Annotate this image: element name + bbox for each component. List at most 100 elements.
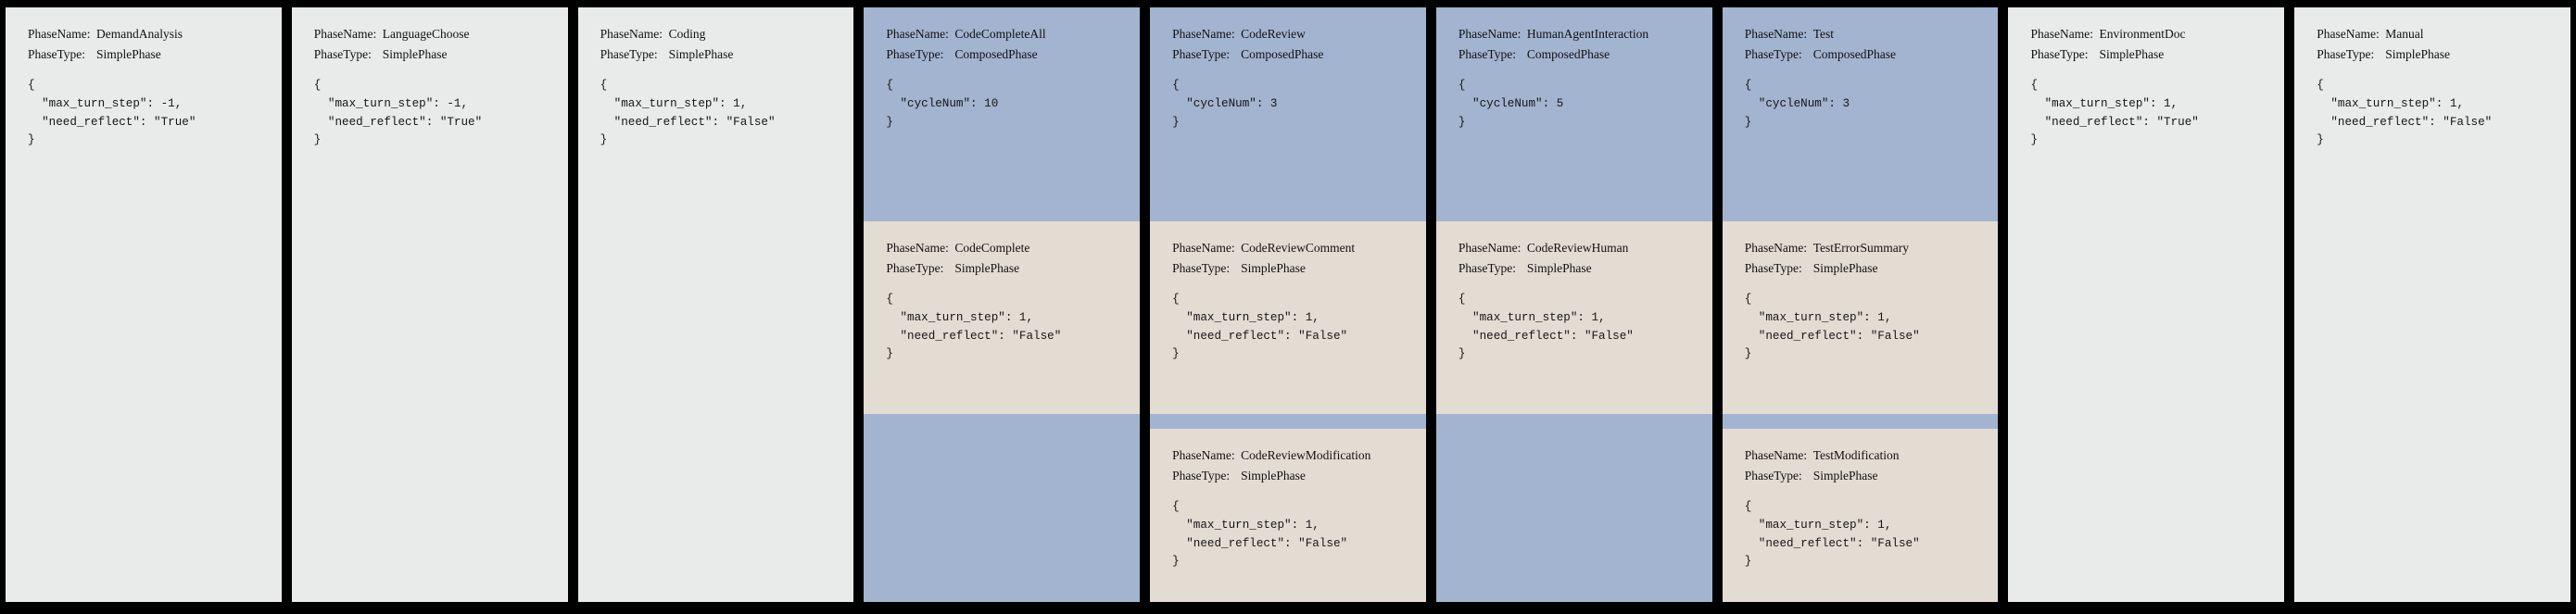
phase-type-value: ComposedPhase [1812, 46, 1896, 61]
phase-name-value: Test [1812, 27, 1834, 41]
phase-type-label: PhaseType: [1458, 46, 1516, 61]
phase-name-value: Coding [668, 27, 706, 41]
phase-type-label: PhaseType: [1172, 468, 1231, 482]
phase-type-row: PhaseType:ComposedPhase [886, 44, 1140, 65]
phase-separator [1150, 414, 1426, 429]
phase-name-value: CodeReviewHuman [1526, 241, 1629, 255]
phase-config-json: { "max_turn_step": -1, "need_reflect": "… [313, 78, 483, 147]
phase-name-row: PhaseName: Test [1745, 24, 1999, 44]
phase-name-label: PhaseName: [1172, 241, 1235, 255]
phase-name-label: PhaseName: [600, 27, 663, 41]
phase-type-value: ComposedPhase [1526, 46, 1610, 61]
phase-type-label: PhaseType: [28, 46, 86, 61]
phase-type-row: PhaseType:SimplePhase [1172, 258, 1426, 279]
phase-separator [1435, 207, 1712, 221]
phase-type-label: PhaseType: [886, 260, 944, 275]
phase-name-row: PhaseName:TestModification [1745, 445, 1999, 466]
phase-config-json: { "cycleNum": 5 } [1458, 78, 1564, 129]
phase-name-value: TestErrorSummary [1812, 241, 1909, 255]
phase-type-value: SimplePhase [2099, 46, 2165, 61]
phase-name-row: PhaseName:CodeReviewModification [1172, 445, 1426, 466]
phase-name-row: PhaseName:DemandAnalysis [28, 24, 282, 44]
phase-config-json: { "cycleNum": 3 } [1172, 78, 1278, 129]
phase-type-label: PhaseType: [1458, 260, 1516, 275]
phase-type-row: PhaseType: SimplePhase [1172, 466, 1426, 486]
phase-config-json: { "max_turn_step": 1, "need_reflect": "F… [600, 78, 776, 147]
phase-config-json: { "max_turn_step": 1, "need_reflect": "F… [1744, 292, 1920, 361]
phase-type-label: PhaseType: [1744, 260, 1802, 275]
phase-name-value: LanguageChoose [382, 27, 470, 41]
phase-name-row: PhaseName: TestErrorSummary [1745, 238, 1999, 258]
phase-config-json: { "max_turn_step": 1, "need_reflect": "F… [2317, 78, 2493, 147]
phase-type-row: PhaseType:SimplePhase [1745, 466, 1999, 486]
phase-type-value: SimplePhase [2385, 46, 2450, 61]
phase-name-label: PhaseName: [1458, 27, 1522, 41]
phase-name-row: PhaseName: CodeReviewComment [1172, 238, 1426, 258]
phase-type-value: SimplePhase [1241, 468, 1306, 482]
phase-name-row: PhaseName: CodeReviewHuman [1458, 238, 1712, 258]
phase-type-label: PhaseType: [600, 46, 658, 61]
phase-name-label: PhaseName: [1744, 27, 1808, 41]
phase-config-json: { "max_turn_step": 1, "need_reflect": "T… [2030, 78, 2199, 147]
phase-type-label: PhaseType: [1172, 46, 1231, 61]
phase-name-value: CodeComplete [954, 241, 1030, 255]
phase-name-label: PhaseName: [1458, 241, 1522, 255]
phase-type-value: SimplePhase [382, 46, 448, 61]
phase-type-label: PhaseType: [313, 46, 372, 61]
phase-type-row: PhaseType: ComposedPhase [1458, 44, 1712, 65]
phase-separator [1150, 207, 1426, 221]
phase-config-json: { "max_turn_step": 1, "need_reflect": "F… [1458, 292, 1634, 361]
phase-type-row: PhaseType:SimplePhase [1745, 258, 1999, 279]
phase-separator [1722, 414, 1999, 429]
phase-type-row: PhaseType: SimplePhase [2317, 44, 2570, 65]
phase-type-label: PhaseType: [2030, 46, 2089, 61]
phase-type-value: ComposedPhase [1241, 46, 1324, 61]
phase-type-row: PhaseType: ComposedPhase [1745, 44, 1999, 65]
phase-name-row: PhaseName:LanguageChoose [314, 24, 568, 44]
phase-name-value: DemandAnalysis [96, 27, 183, 41]
phase-separator [864, 207, 1141, 221]
phase-type-label: PhaseType: [1744, 46, 1802, 61]
phase-name-label: PhaseName: [2317, 27, 2380, 41]
phase-type-value: ComposedPhase [954, 46, 1038, 61]
column-tail-spacer [1435, 414, 1712, 602]
phase-type-label: PhaseType: [2317, 46, 2375, 61]
phase-type-row: PhaseType: SimplePhase [2030, 44, 2284, 65]
phase-type-row: PhaseType:SimplePhase [886, 258, 1140, 279]
phase-type-value: SimplePhase [96, 46, 161, 61]
phase-config-json: { "cycleNum": 3 } [1744, 78, 1850, 129]
phase-name-label: PhaseName: [1744, 241, 1808, 255]
phase-type-label: PhaseType: [1172, 260, 1231, 275]
column-tail-spacer [864, 414, 1141, 602]
phase-name-value: CodeReview [1241, 27, 1306, 41]
phase-name-value: HumanAgentInteraction [1526, 27, 1649, 41]
phase-config-json: { "max_turn_step": -1, "need_reflect": "… [28, 78, 196, 147]
phase-name-value: CodeCompleteAll [954, 27, 1046, 41]
phase-config-json: { "max_turn_step": 1, "need_reflect": "F… [886, 292, 1062, 361]
phase-config-json: { "max_turn_step": 1, "need_reflect": "F… [1744, 499, 1920, 569]
phase-type-row: PhaseType:SimplePhase [1458, 258, 1712, 279]
phase-config-json: { "cycleNum": 10 } [886, 78, 999, 129]
phase-config-json: { "max_turn_step": 1, "need_reflect": "F… [1172, 499, 1348, 569]
phase-name-value: CodeReviewComment [1241, 241, 1356, 255]
